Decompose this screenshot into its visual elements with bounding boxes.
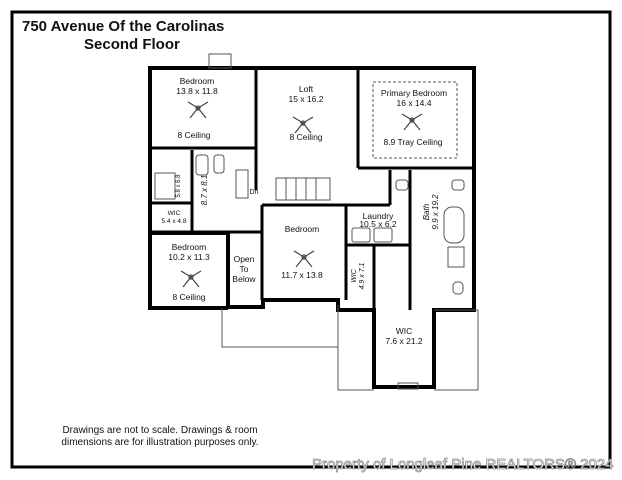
loft-name: Loft xyxy=(299,84,314,94)
bath-small-dims: 5.8 x 6.8 xyxy=(176,174,182,198)
ceiling-fan-icon xyxy=(292,116,314,134)
loft-ceiling: 8 Ceiling xyxy=(289,132,322,142)
loft-dims: 15 x 16.2 xyxy=(289,94,324,104)
bedroom-sw-name: Bedroom xyxy=(172,242,207,252)
bedroom-sw-dims: 10.2 x 11.3 xyxy=(168,252,210,262)
disclaimer-line1: Drawings are not to scale. Drawings & ro… xyxy=(62,425,258,436)
floor-title: Second Floor xyxy=(84,36,180,53)
wic-large-name: WIC xyxy=(396,326,413,336)
disclaimer-line2: dimensions are for illustration purposes… xyxy=(61,437,259,448)
disclaimer: Drawings are not to scale. Drawings & ro… xyxy=(40,425,280,449)
bedroom-nw-dims: 13.8 x 11.8 xyxy=(176,86,218,96)
wic-small-name: WIC xyxy=(168,210,181,217)
wic-small-dims: 5.4 x 4.8 xyxy=(162,218,187,225)
bath-hall-dims: 8.7 x 8.1 xyxy=(200,175,209,206)
bedroom-sw-ceiling: 8 Ceiling xyxy=(172,292,205,302)
wic-large-dims: 7.6 x 21.2 xyxy=(385,336,423,346)
watermark: Property of Longleaf Pine REALTORS® 2024 xyxy=(312,456,614,474)
thin-details xyxy=(154,53,479,391)
bath-primary-dims: 9.9 x 19.2 xyxy=(431,194,440,230)
bedroom-center-dims: 11.7 x 13.8 xyxy=(281,270,323,280)
primary-name: Primary Bedroom xyxy=(381,88,447,98)
open-below-line2: To xyxy=(240,264,249,274)
primary-ceiling: 8.9 Tray Ceiling xyxy=(383,137,442,147)
bath-primary-name: Bath xyxy=(422,203,431,220)
wic-mid-name: WIC xyxy=(351,268,358,283)
bedroom-center-name: Bedroom xyxy=(285,224,320,234)
ceiling-fan-icon xyxy=(293,250,315,268)
primary-dims: 16 x 14.4 xyxy=(397,98,432,108)
open-below-line3: Below xyxy=(232,274,256,284)
interior-walls xyxy=(152,70,474,310)
laundry-name: Laundry xyxy=(363,211,394,221)
ceiling-fan-icon xyxy=(187,101,209,119)
address-title: 750 Avenue Of the Carolinas xyxy=(22,18,225,35)
ceiling-fan-icon xyxy=(180,270,202,288)
laundry-dims: 10.5 x 6.2 xyxy=(359,219,397,229)
wic-mid-dims: 4.9 x 7.1 xyxy=(359,262,366,289)
bedroom-nw-ceiling: 8 Ceiling xyxy=(177,130,210,140)
stairs-label: Dn xyxy=(250,189,259,196)
ceiling-fan-icon xyxy=(401,113,423,131)
bedroom-nw-name: Bedroom xyxy=(180,76,215,86)
page-border xyxy=(10,10,612,469)
open-below-line1: Open xyxy=(234,254,255,264)
